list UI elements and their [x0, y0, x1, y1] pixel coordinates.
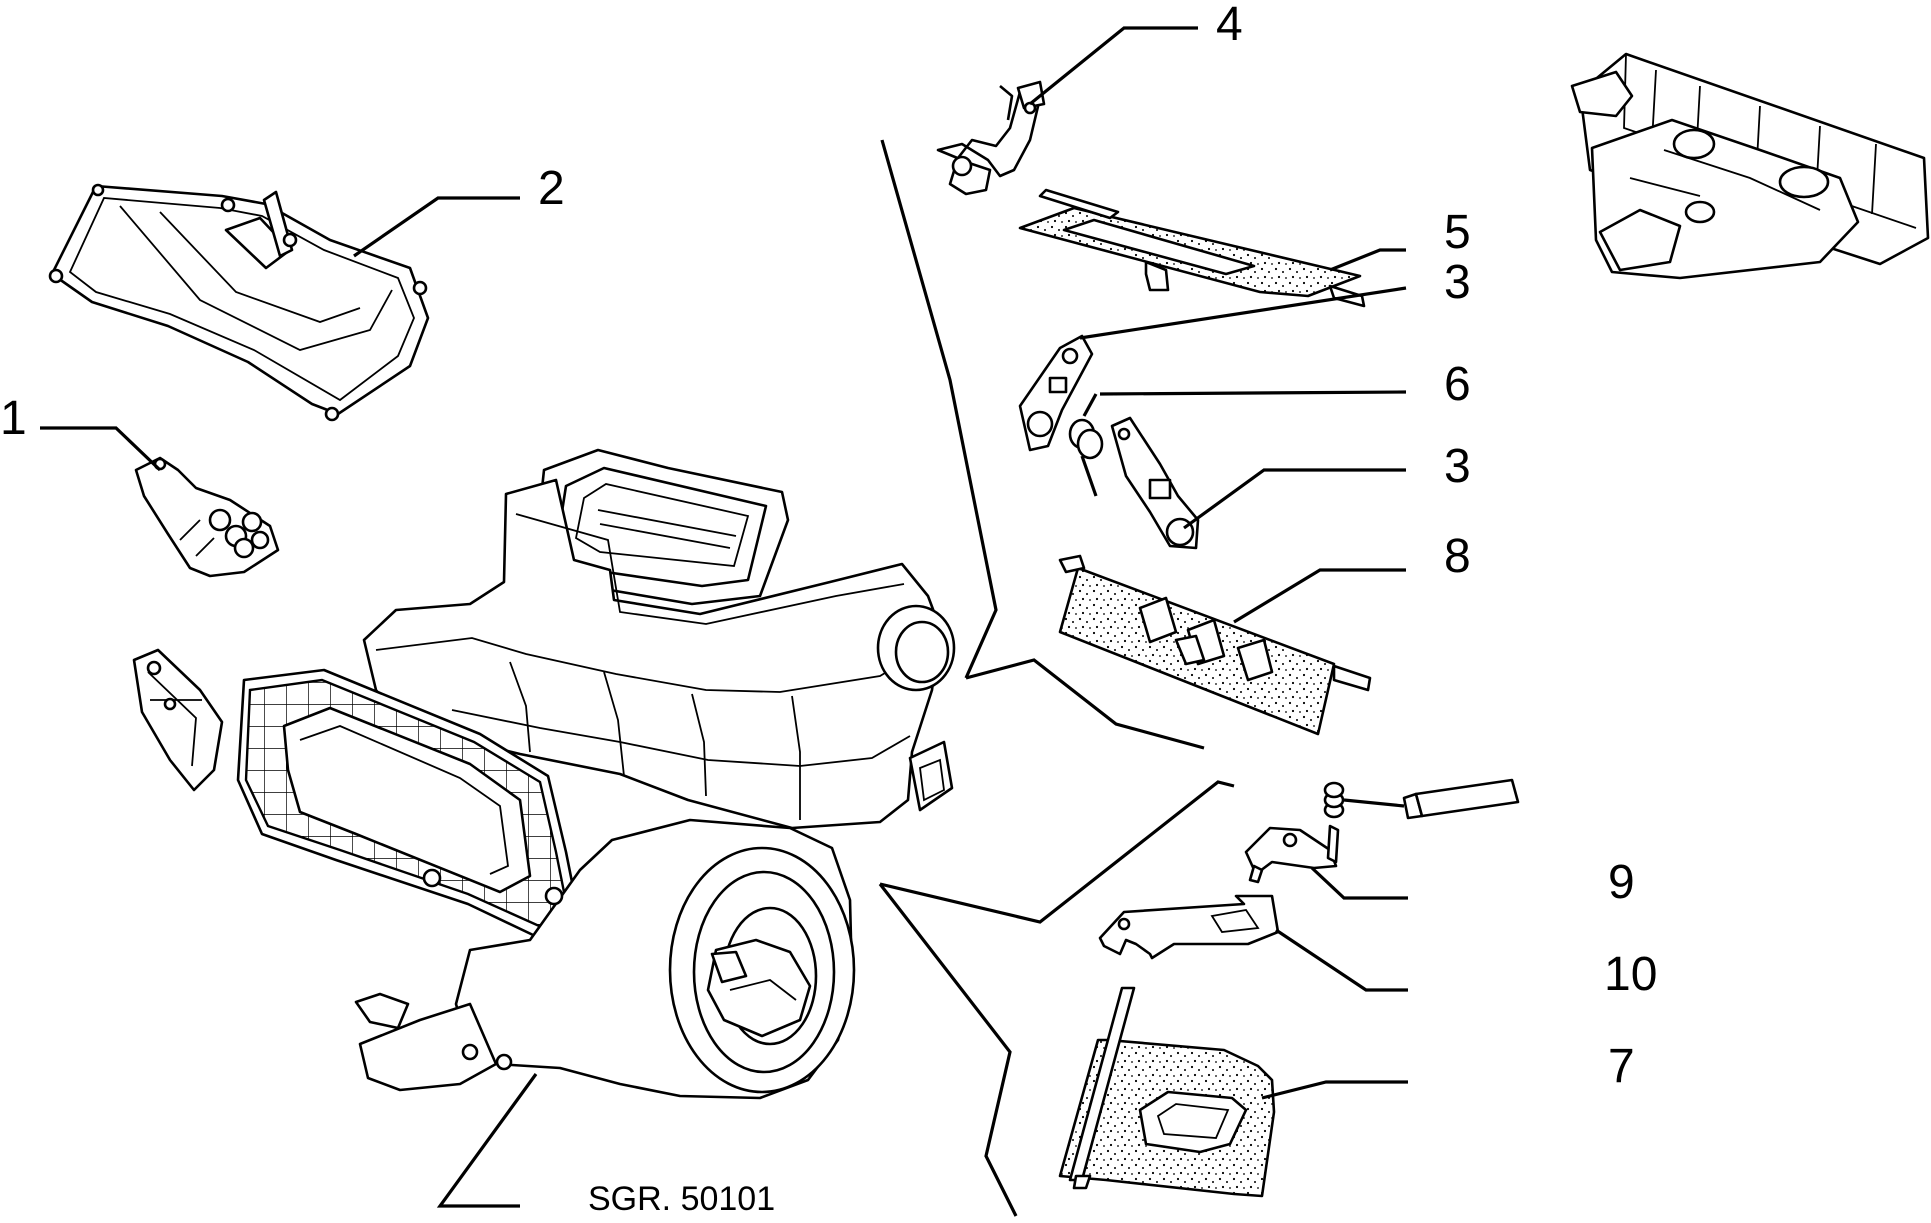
- part-7-flap: [1058, 986, 1276, 1198]
- part-3-upper-lever: [1018, 334, 1094, 452]
- part-1-resistor: [134, 456, 280, 578]
- part-5-flap: [1018, 188, 1366, 308]
- callout-2: 2: [538, 162, 565, 215]
- callout-10: 10: [1604, 948, 1657, 1001]
- part-3-lower-lever: [1110, 416, 1200, 550]
- callout-9: 9: [1608, 856, 1635, 909]
- callout-labels: 1 2 3 3 4 5 6 7 8 9 10 SGR. 50101: [0, 0, 1657, 1218]
- control-assembly-overview: [1570, 52, 1930, 280]
- leader-lines: [40, 26, 1408, 1208]
- part-4-lever: [936, 80, 1046, 196]
- callout-5: 5: [1444, 206, 1471, 259]
- callout-6: 6: [1444, 358, 1471, 411]
- callout-7: 7: [1608, 1040, 1635, 1093]
- callout-3-upper: 3: [1444, 256, 1471, 309]
- callout-1: 1: [0, 392, 27, 445]
- part-8-flap: [1058, 554, 1372, 736]
- part-9-crank: [1244, 778, 1520, 884]
- callout-4: 4: [1216, 0, 1243, 51]
- part-10-bracket: [1098, 894, 1280, 960]
- group-separator-lines: [878, 139, 1235, 1217]
- reference-code: SGR. 50101: [588, 1180, 775, 1218]
- part-6-spring: [1068, 393, 1104, 497]
- callout-8: 8: [1444, 530, 1471, 583]
- part-2-cover: [48, 183, 430, 422]
- heater-housing: [132, 448, 956, 1100]
- callout-3-lower: 3: [1444, 440, 1471, 493]
